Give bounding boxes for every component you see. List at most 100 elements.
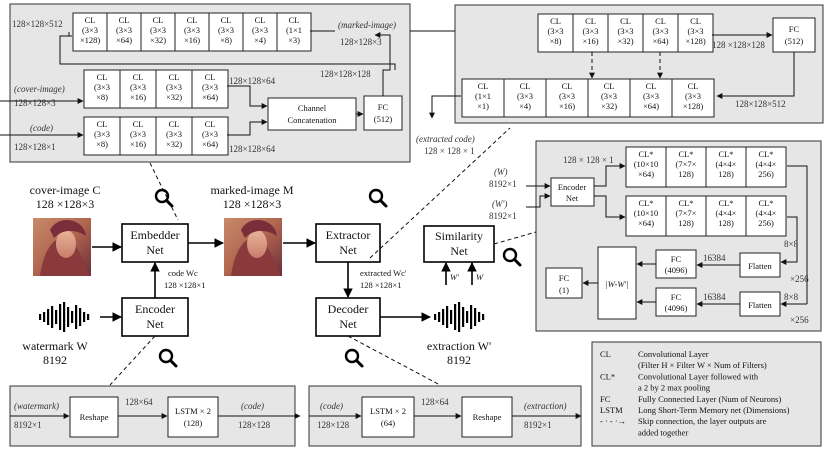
extract-top-cell-text: (3×3 [547,26,563,36]
extract-fc-line1: FC [789,24,800,34]
sim-row2-cell-text: 256) [758,218,774,228]
embed-cover-cell-text: ×64) [202,92,218,102]
pool-dim1b: ×256 [790,274,809,284]
legend-desc: Convolutional Layer followed with [638,371,759,381]
enc-out-label: (code) [241,401,264,411]
embed-top-cell-text: (3×3 [218,25,234,35]
encoder-lstm-panel: (watermark) 8192×1 Reshape 128×64 LSTM ×… [9,385,301,447]
sim-in-dim: 128 × 128 × 1 [563,155,614,165]
embed-top-cell [140,12,176,52]
extract-bottom-cell-text: ×64) [643,101,659,111]
enc-reshape-label: Reshape [80,412,109,422]
diff-label: |W-W'| [605,279,628,289]
extract-top-cell-text: CL [585,16,596,26]
embed-cover-out-dim: 128×128×64 [229,76,276,86]
embed-cover-cell-text: CL [97,72,108,82]
extract-bottom-cell-text: (3×3 [643,91,659,101]
embed-top-cell-text: CL [119,15,130,25]
magnifier-icon [154,188,174,208]
flat-dim2: 16384 [703,292,726,302]
enc-mid-dim: 128×64 [125,397,153,407]
decoder-line2: Net [339,317,357,331]
sim-row1-cell-text: CL* [718,149,733,159]
similarity-line2: Net [450,244,468,258]
sim-row2-cell [625,195,667,237]
extract-top-cell-text: (3×3 [582,26,598,36]
embed-top-cell-text: CL [153,15,164,25]
marked-image-title: marked-image M [211,183,294,197]
legend-key: FC [600,394,611,404]
embed-top-cell-text: CL [255,15,266,25]
embed-code-cell-text: ×64) [202,139,218,149]
decoder-lstm-panel: (code) 128×128 LSTM × 2 (64) 128×64 Resh… [308,385,582,447]
extract-fc-box [772,17,816,53]
embed-top-cell-text: CL [85,15,96,25]
embed-top-cell [174,12,210,52]
embedder-net-box [121,223,189,263]
embed-top-cell [72,12,108,52]
watermark-dim: 8192 [43,353,67,367]
sim-fc2-line1: FC [671,292,682,302]
embedder-line1: Embedder [130,228,179,242]
decoder-line1: Decoder [328,302,369,316]
dec-mid-dim: 128×64 [421,397,449,407]
pool-dim1a: 8×8 [784,239,799,249]
embed-code-dim: 128×128×1 [14,142,56,152]
flatten1-box [739,252,781,278]
embed-cover-cell [155,69,193,109]
sim-row2-cell-text: CL* [758,198,773,208]
concat-line1: Channel [298,103,327,113]
sim-row2-cell-text: CL* [638,198,653,208]
waveform-icon [434,302,485,332]
extracted-code-label: (extracted code) [416,134,475,144]
sim-fc-out-box [545,267,583,299]
embed-top-cell [242,12,278,52]
sim-encoder-line1: Encoder [558,182,586,192]
embed-marked-label: (marked-image) [338,20,396,30]
embed-code-cell [119,116,157,156]
sim-row1-cell-text: CL* [758,149,773,159]
dec-reshape-label: Reshape [473,412,502,422]
extract-bottom-cell-text: ×128) [683,101,704,111]
embed-top-cell-text: (3×3 [116,25,132,35]
marked-image-dim: 128 ×128×3 [223,197,282,211]
sim-row1-cell [625,146,667,188]
embed-fc-line2: (512) [374,114,393,124]
sim-row2-cell-text: CL* [718,198,733,208]
embed-top-cell-text: ×128) [80,35,101,45]
embed-cover-cell-text: (3×3 [94,82,110,92]
extract-top-cell [677,13,714,53]
sim-row1-cell [745,146,787,188]
embed-fc-dim: 128×128×128 [320,69,371,79]
extract-bottom-cell-text: ×32) [601,101,617,111]
magnifier-icon [368,188,388,208]
marked-portrait-image [224,218,282,276]
legend-key: CL [600,349,611,359]
extract-bottom-cell-text: (3×3 [559,91,575,101]
flat-dim1: 16384 [703,253,726,263]
similarity-line1: Similarity [435,229,483,243]
embed-cover-cell-text: CL [205,72,216,82]
concat-line2: Concatenation [287,115,337,125]
cover-image-title: cover-image C [30,183,101,197]
sim-row2-cell-text: CL* [678,198,693,208]
code-wc-dim: 128 ×128×1 [164,280,205,290]
embed-code-cell-text: ×32) [166,139,182,149]
embed-cover-cell-text: ×16) [130,92,146,102]
sim-row1-cell-text: (7×7× [676,159,697,169]
extract-bottom-cell-text: (1×1 [475,91,491,101]
dec-lstm-box [361,396,415,438]
extract-bottom-cell-text: ×1) [477,101,489,111]
embed-code-cell-text: CL [169,119,180,129]
embed-top-cell-text: (3×3 [150,25,166,35]
pool-dim2a: 8×8 [784,292,799,302]
magnifier-icon [344,348,364,368]
extract-top-cell-text: CL [655,16,666,26]
embed-code-cell-text: (3×3 [130,129,146,139]
flatten2-label: Flatten [748,300,772,310]
embed-cover-cell-text: ×8) [96,92,108,102]
embed-code-cell [191,116,229,156]
embed-code-cell-text: CL [205,119,216,129]
sim-row1-cell [705,146,747,188]
